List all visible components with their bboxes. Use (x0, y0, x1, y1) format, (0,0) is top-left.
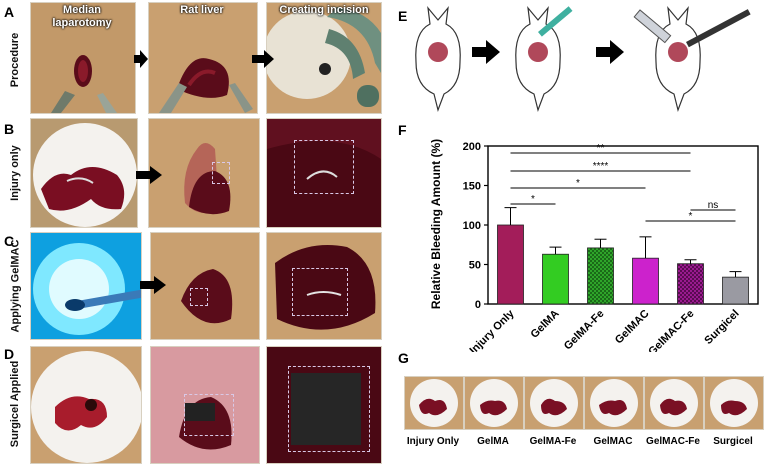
liver-icon (668, 42, 688, 62)
photo-injury-only-zoom (266, 118, 382, 228)
gauze-photo (584, 376, 644, 430)
row-label-applying-gelmac: Applying GelMAC (9, 239, 22, 333)
arrow-right-icon (136, 166, 162, 184)
x-tick-label: Surgicel (702, 308, 741, 347)
row-label-injury-only: Injury only (9, 145, 21, 201)
col-title-rat-liver: Rat liver (180, 4, 224, 16)
y-tick-label: 150 (463, 181, 481, 193)
scalpel-icon (538, 6, 573, 37)
panel-label-e: E (398, 8, 408, 24)
bar-gelma-fe (587, 247, 614, 305)
y-tick-label: 100 (463, 220, 481, 232)
y-axis-title: Relative Bleeding Amount (%) (429, 139, 443, 309)
zoom-box (288, 366, 370, 452)
gauze-label: GelMAC-Fe (646, 436, 700, 447)
panel-label-a: A (4, 4, 15, 20)
row-label-procedure: Procedure (9, 32, 22, 88)
light-pen-icon (686, 9, 751, 48)
bars (497, 207, 749, 305)
zoom-box (292, 268, 348, 316)
arrow-right-icon (472, 40, 500, 64)
liver-icon (528, 42, 548, 62)
gauze-label: GelMAC (593, 436, 633, 447)
gauze-photo (404, 376, 464, 430)
x-tick-label: GelMAC-Fe (646, 308, 696, 352)
significance-label: * (531, 194, 535, 205)
panel-label-f: F (398, 122, 407, 138)
zoom-box (294, 140, 354, 194)
bleeding-bar-chart: Relative Bleeding Amount (%) 0 50 100 150 20… (429, 139, 759, 352)
x-tick-label: Injury Only (467, 307, 517, 352)
gauze-label: GelMA (477, 436, 509, 447)
bar-gelmac (632, 257, 659, 305)
significance-label: ns (708, 200, 719, 211)
significance-label: * (576, 178, 580, 189)
x-tick-label: GelMA (528, 308, 561, 341)
schematic-procedure (415, 6, 751, 113)
bar-gelma (542, 253, 569, 305)
significance-label: **** (593, 161, 609, 172)
photo-applying-gelmac-zoom (266, 232, 382, 340)
photo-creating-incision (266, 2, 382, 114)
panel-label-c: C (4, 233, 15, 249)
liver-icon (428, 42, 448, 62)
zoom-box (190, 288, 208, 306)
x-tick-label: GelMA-Fe (562, 308, 607, 352)
gauze-photo (704, 376, 764, 430)
col-title-creating-incision: Creating incision (279, 4, 369, 16)
gauze-label: GelMA-Fe (529, 436, 577, 447)
arrow-right-icon (596, 40, 624, 64)
y-tick-label: 0 (475, 299, 481, 311)
y-tick-label: 50 (469, 260, 481, 272)
gauze-photo (524, 376, 584, 430)
significance-brackets: ********ns* (510, 143, 736, 222)
photo-median-laparotomy (30, 2, 136, 114)
gauze-photo (464, 376, 524, 430)
panel-label-g: G (398, 350, 409, 366)
arrow-right-icon (140, 276, 166, 294)
y-axis-ticks: 0 50 100 150 200 (463, 141, 488, 311)
zoom-box (184, 394, 234, 436)
gauze-photo (644, 376, 704, 430)
panel-label-d: D (4, 346, 15, 362)
arrow-right-icon (134, 50, 148, 68)
significance-label: * (689, 211, 693, 222)
photo-surgicel-liver (150, 346, 260, 464)
photo-applying-gelmac-light (30, 232, 142, 340)
row-label-surgicel-applied: Surgicel Applied (9, 360, 22, 448)
rat-outline-2 (515, 6, 561, 113)
bar-gelmac-fe (677, 263, 704, 305)
plot-border (487, 145, 759, 305)
photo-surgicel-gauze (30, 346, 142, 464)
photo-rat-liver (148, 2, 258, 114)
photo-injury-only-gauze (30, 118, 138, 228)
plot-frame (487, 145, 759, 305)
x-tick-label: GelMAC (613, 308, 652, 347)
y-tick-label: 200 (463, 141, 481, 153)
rat-outline-1 (415, 6, 461, 113)
photo-injury-only-liver (148, 118, 260, 228)
col-title-median-laparotomy: Median laparotomy (52, 4, 112, 29)
gauze-label: Surgicel (713, 436, 753, 447)
syringe-icon (633, 9, 672, 44)
bar-surgicel (722, 276, 749, 305)
gauze-label: Injury Only (406, 436, 460, 447)
photo-applying-gelmac-liver (150, 232, 260, 340)
rat-outline-3 (655, 6, 701, 113)
bar-injury-only (497, 224, 524, 305)
zoom-box (212, 162, 230, 184)
panel-label-b: B (4, 121, 15, 137)
arrow-right-icon (252, 50, 274, 68)
significance-label: ** (597, 143, 605, 154)
